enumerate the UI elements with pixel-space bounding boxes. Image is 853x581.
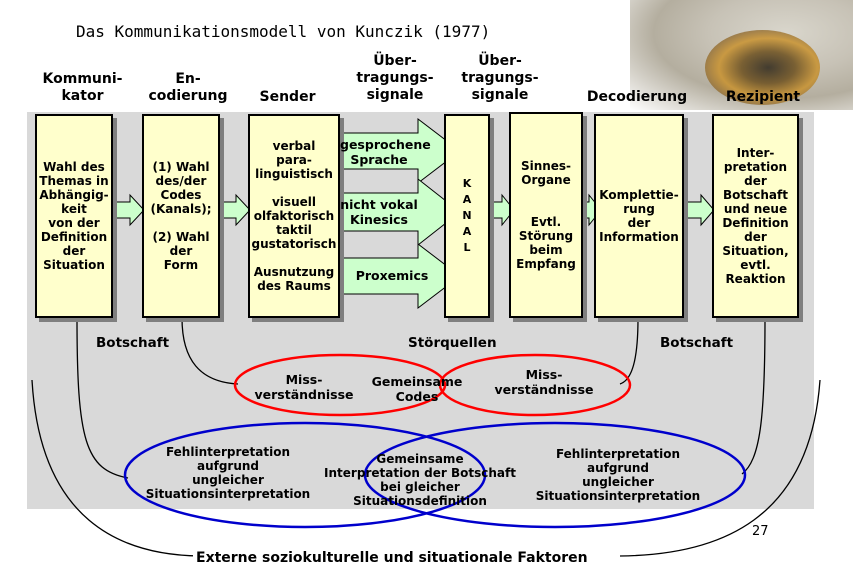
arrow-rez <box>679 195 714 225</box>
label-stoerquellen: Störquellen <box>408 335 497 351</box>
box-rezipient: Inter- pretation der Botschaft und neue … <box>712 114 799 318</box>
box-decodierung: Komplettie- rung der Information <box>594 114 684 318</box>
blue-text-fehlinterpretation-right: Fehlinterpretation aufgrund ungleicher S… <box>528 447 708 503</box>
box-sender: verbal para- linguistisch visuell olfakt… <box>248 114 340 318</box>
label-botschaft-right: Botschaft <box>660 335 733 351</box>
arrow-label-nicht-vokal: nicht vokal Kinesics <box>340 197 418 227</box>
box-encodierung: (1) Wahl des/der Codes (Kanals); (2) Wah… <box>142 114 220 318</box>
line-encodierung-to-red <box>182 318 238 384</box>
red-text-missverstaendnisse-right: Miss- verständnisse <box>488 367 600 397</box>
box-kanal: K A N A L <box>444 114 490 318</box>
label-botschaft-left: Botschaft <box>96 335 169 351</box>
line-rezipient-to-blue <box>742 318 765 474</box>
blue-text-fehlinterpretation-left: Fehlinterpretation aufgrund ungleicher S… <box>138 445 318 501</box>
box-kommunikator: Wahl des Themas in Abhängig- keit von de… <box>35 114 113 318</box>
red-text-gemeinsame-codes: Gemeinsame Codes <box>362 374 472 404</box>
arrow-label-gesprochene-sprache: gesprochene Sprache <box>340 137 418 167</box>
red-text-missverstaendnisse-left: Miss- verständnisse <box>248 372 360 402</box>
blue-text-gemeinsame-interpretation: Gemeinsame Interpretation der Botschaft … <box>310 452 530 508</box>
arrow-enc <box>111 195 144 225</box>
box-sinnesorgane: Sinnes- Organe Evtl. Störung beim Empfan… <box>509 112 583 318</box>
arrow-sender <box>216 195 250 225</box>
arrow-label-proxemics: Proxemics <box>340 268 444 283</box>
footer-caption: Externe soziokulturelle und situationale… <box>193 550 591 566</box>
page-number: 27 <box>752 524 769 539</box>
